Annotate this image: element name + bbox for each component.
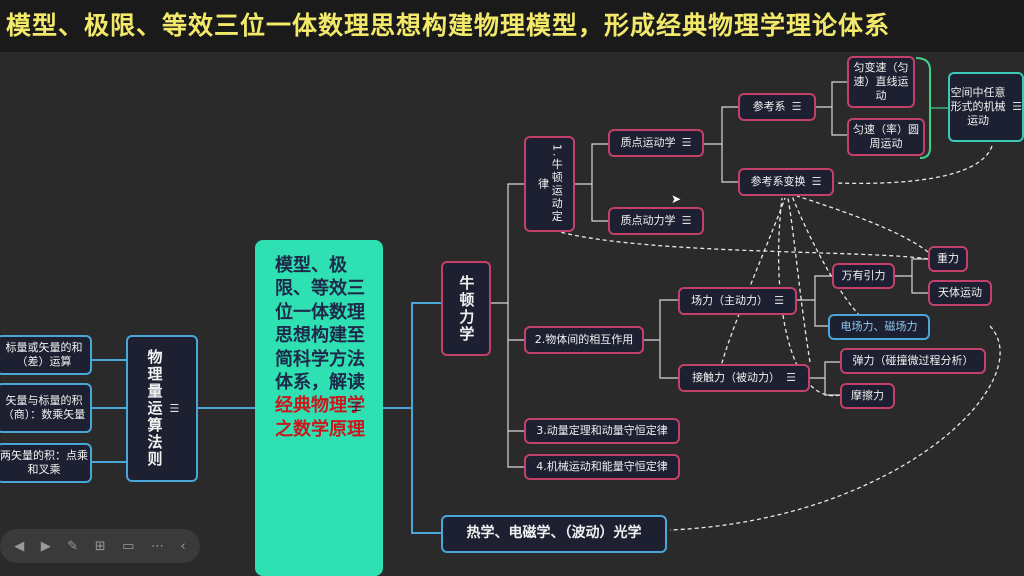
node-circular-motion[interactable]: 匀速（率）圆周运动 <box>847 118 925 156</box>
node-contact-force[interactable]: 接触力（被动力）☰ <box>678 364 810 392</box>
node-gravitation[interactable]: 万有引力 <box>832 263 895 289</box>
node-operation-rules[interactable]: 物理量运算法则 ☰ <box>126 335 198 482</box>
note-icon[interactable]: ☰ <box>351 400 362 414</box>
node-newton-laws[interactable]: 1.牛顿运动定律 <box>524 136 575 232</box>
node-kinematics[interactable]: 质点运动学☰ <box>608 129 704 157</box>
central-topic-highlight: 经典物理学之数学原理 <box>275 395 365 440</box>
note-icon[interactable]: ☰ <box>811 175 822 189</box>
note-icon[interactable]: ☰ <box>791 100 802 114</box>
note-icon[interactable]: ☰ <box>681 136 692 150</box>
node-operation-rules-label: 物理量运算法则 <box>145 349 164 468</box>
player-toolbar[interactable]: ◀ ▶ ✎ ⊞ ▭ ⋯ ‹ <box>0 529 200 563</box>
note-icon[interactable]: ☰ <box>169 401 180 415</box>
node-linear-motion[interactable]: 匀变速（匀速）直线运动 <box>847 56 915 108</box>
prev-icon[interactable]: ◀ <box>14 538 25 554</box>
pen-icon[interactable]: ✎ <box>67 538 79 554</box>
node-vector-product[interactable]: 两矢量的积：点乘和叉乘 <box>0 443 92 483</box>
node-em-force[interactable]: 电场力、磁场力 <box>828 314 930 340</box>
note-icon[interactable]: ☰ <box>774 294 784 308</box>
screen-icon[interactable]: ▭ <box>122 538 135 554</box>
node-dynamics[interactable]: 质点动力学☰ <box>608 207 704 235</box>
back-icon[interactable]: ‹ <box>180 538 186 554</box>
node-frame-transform[interactable]: 参考系变换☰ <box>738 168 834 196</box>
node-field-force[interactable]: 场力（主动力）☰ <box>678 287 797 315</box>
play-icon[interactable]: ▶ <box>40 538 51 554</box>
node-celestial-motion[interactable]: 天体运动 <box>928 280 992 306</box>
central-topic[interactable]: 模型、极限、等效三位一体数理思想构建至简科学方法体系，解读经典物理学之数学原理 … <box>255 240 383 576</box>
node-newtonian-mechanics[interactable]: 牛顿力学 <box>441 261 491 356</box>
node-elastic-force[interactable]: 弹力（碰撞微过程分析） <box>840 348 986 374</box>
node-interaction[interactable]: 2.物体间的相互作用 <box>524 326 644 354</box>
node-arbitrary-motion[interactable]: 空间中任意形式的机械运动☰ <box>948 72 1024 142</box>
mouse-cursor-icon: ➤ <box>671 192 682 206</box>
note-icon[interactable]: ☰ <box>786 371 796 385</box>
node-scalar-sum[interactable]: 标量或矢量的和（差）运算 <box>0 335 92 375</box>
note-icon[interactable]: ☰ <box>1012 100 1022 114</box>
node-energy[interactable]: 4.机械运动和能量守恒定律 <box>524 454 680 480</box>
page-title: 模型、极限、等效三位一体数理思想构建物理模型，形成经典物理学理论体系 <box>0 0 1024 52</box>
node-weight[interactable]: 重力 <box>928 246 968 272</box>
central-topic-text: 模型、极限、等效三位一体数理思想构建至简科学方法体系，解读 <box>275 255 365 393</box>
node-scalar-product[interactable]: 矢量与标量的积（商）：数乘矢量 <box>0 383 92 433</box>
node-momentum[interactable]: 3.动量定理和动量守恒定律 <box>524 418 680 444</box>
grid-icon[interactable]: ⊞ <box>94 538 106 554</box>
more-icon[interactable]: ⋯ <box>150 538 164 554</box>
node-friction[interactable]: 摩擦力 <box>840 383 895 409</box>
node-reference-frame[interactable]: 参考系☰ <box>738 93 816 121</box>
node-thermo-em-optics[interactable]: 热学、电磁学、（波动）光学 <box>441 515 667 553</box>
note-icon[interactable]: ☰ <box>681 214 692 228</box>
